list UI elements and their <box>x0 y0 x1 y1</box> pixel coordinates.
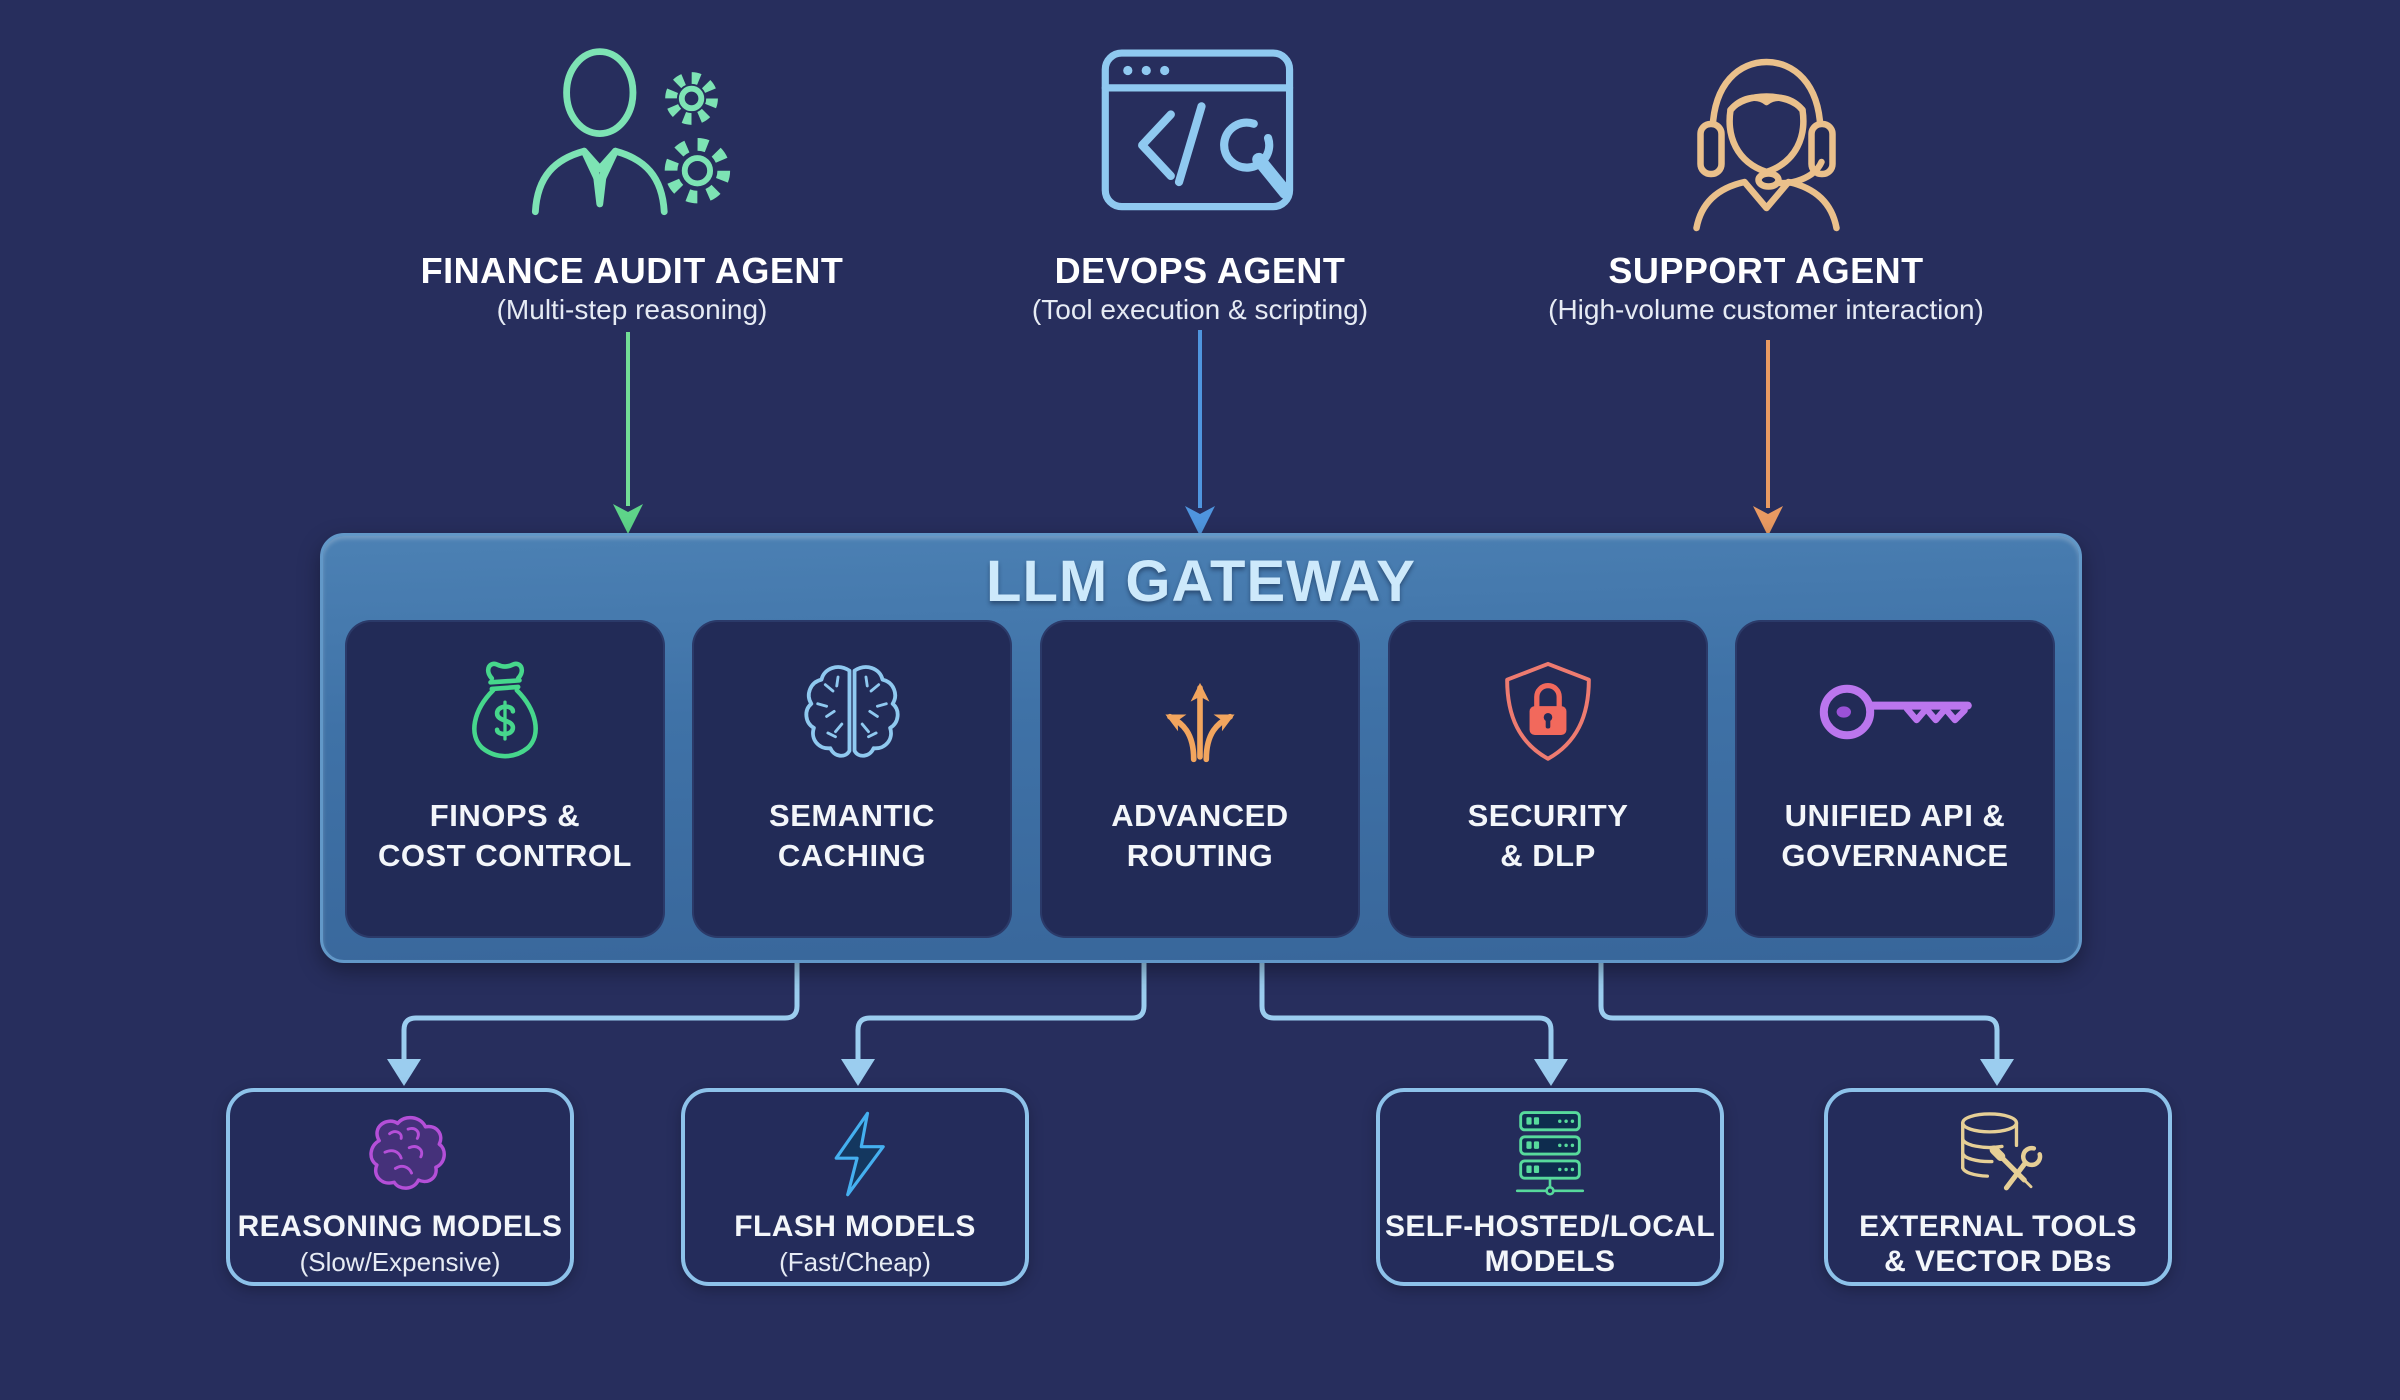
box-self-hosted-models: SELF-HOSTED/LOCAL MODELS <box>1376 1088 1724 1286</box>
box-title: EXTERNAL TOOLS & VECTOR DBs <box>1859 1210 2137 1279</box>
selfhosted-arrowhead <box>1534 1059 1568 1086</box>
card-unified-api-governance: UNIFIED API & GOVERNANCE <box>1735 620 2055 938</box>
person-gears-icon <box>352 36 912 244</box>
box-title: REASONING MODELS <box>238 1210 563 1245</box>
agent-subtitle: (Tool execution & scripting) <box>1031 294 1369 325</box>
code-window-wrench-icon <box>920 36 1480 244</box>
card-label-line1: SEMANTIC <box>769 798 935 833</box>
card-label: FINOPS & COST CONTROL <box>378 796 632 875</box>
box-title-line1: EXTERNAL TOOLS <box>1859 1210 2137 1243</box>
gateway-title: LLM GATEWAY <box>986 549 1416 614</box>
external-arrowhead <box>1980 1059 2014 1086</box>
lightning-icon <box>812 1106 898 1202</box>
gateway-to-flash-connector <box>855 963 1147 1060</box>
card-label-line1: SECURITY <box>1467 798 1629 833</box>
devops-agent-arrow <box>1185 330 1215 536</box>
card-label: UNIFIED API & GOVERNANCE <box>1781 796 2008 875</box>
money-bag-icon <box>451 650 559 774</box>
card-semantic-caching: SEMANTIC CACHING <box>692 620 1012 938</box>
box-subtitle: (Fast/Cheap) <box>779 1246 931 1277</box>
shield-lock-icon <box>1492 650 1604 774</box>
agent-title: DEVOPS AGENT <box>1054 250 1346 291</box>
card-label-line2: COST CONTROL <box>378 837 632 873</box>
agent-subtitle: (High-volume customer interaction) <box>1548 294 1984 325</box>
devops-agent: DEVOPS AGENT (Tool execution & scripting… <box>920 36 1480 326</box>
finance-agent-arrow <box>613 332 643 534</box>
gateway-to-external-connector <box>1598 963 2000 1060</box>
box-title: SELF-HOSTED/LOCAL MODELS <box>1385 1210 1715 1279</box>
headset-person-icon <box>1486 36 2046 244</box>
box-title-line1: REASONING MODELS <box>237 1210 563 1243</box>
card-label: SEMANTIC CACHING <box>769 796 935 875</box>
card-advanced-routing: ADVANCED ROUTING <box>1040 620 1360 938</box>
box-title-line1: FLASH MODELS <box>734 1210 976 1243</box>
brain-icon <box>788 650 916 774</box>
agent-subtitle: (Multi-step reasoning) <box>496 294 768 325</box>
card-label: ADVANCED ROUTING <box>1111 796 1288 875</box>
agent-title: SUPPORT AGENT <box>1608 250 1924 291</box>
card-label-line1: FINOPS & <box>429 798 581 833</box>
reasoning-arrowhead <box>387 1059 421 1086</box>
card-label-line2: CACHING <box>777 837 927 873</box>
support-agent: SUPPORT AGENT (High-volume customer inte… <box>1486 36 2046 326</box>
card-label-line2: GOVERNANCE <box>1781 837 2009 873</box>
card-label-line2: & DLP <box>1500 837 1596 873</box>
card-label-line1: UNIFIED API & <box>1784 798 2006 833</box>
card-finops-cost-control: FINOPS & COST CONTROL <box>345 620 665 938</box>
branching-arrows-icon <box>1137 650 1263 774</box>
card-label-line2: ROUTING <box>1126 837 1274 873</box>
box-title-line1: SELF-HOSTED/LOCAL <box>1384 1210 1716 1243</box>
flash-arrowhead <box>841 1059 875 1086</box>
box-reasoning-models: REASONING MODELS (Slow/Expensive) <box>226 1088 574 1286</box>
database-tools-icon <box>1944 1106 2052 1202</box>
card-label: SECURITY & DLP <box>1468 796 1629 875</box>
brain-side-icon <box>348 1106 452 1202</box>
card-security-dlp: SECURITY & DLP <box>1388 620 1708 938</box>
box-external-tools-vector-dbs: EXTERNAL TOOLS & VECTOR DBs <box>1824 1088 2172 1286</box>
agent-title: FINANCE AUDIT AGENT <box>420 250 844 291</box>
box-title-line2: MODELS <box>1484 1244 1616 1278</box>
box-flash-models: FLASH MODELS (Fast/Cheap) <box>681 1088 1029 1286</box>
key-icon <box>1810 650 1980 774</box>
box-title-line2: & VECTOR DBs <box>1884 1244 2112 1278</box>
gateway-to-reasoning-connector <box>401 963 800 1060</box>
gateway-to-selfhosted-connector <box>1259 963 1554 1060</box>
finance-audit-agent: FINANCE AUDIT AGENT (Multi-step reasonin… <box>352 36 912 326</box>
box-subtitle: (Slow/Expensive) <box>299 1246 501 1277</box>
card-label-line1: ADVANCED <box>1111 798 1289 833</box>
box-title: FLASH MODELS <box>734 1210 975 1245</box>
server-stack-icon <box>1501 1106 1599 1202</box>
support-agent-arrow <box>1753 340 1783 536</box>
